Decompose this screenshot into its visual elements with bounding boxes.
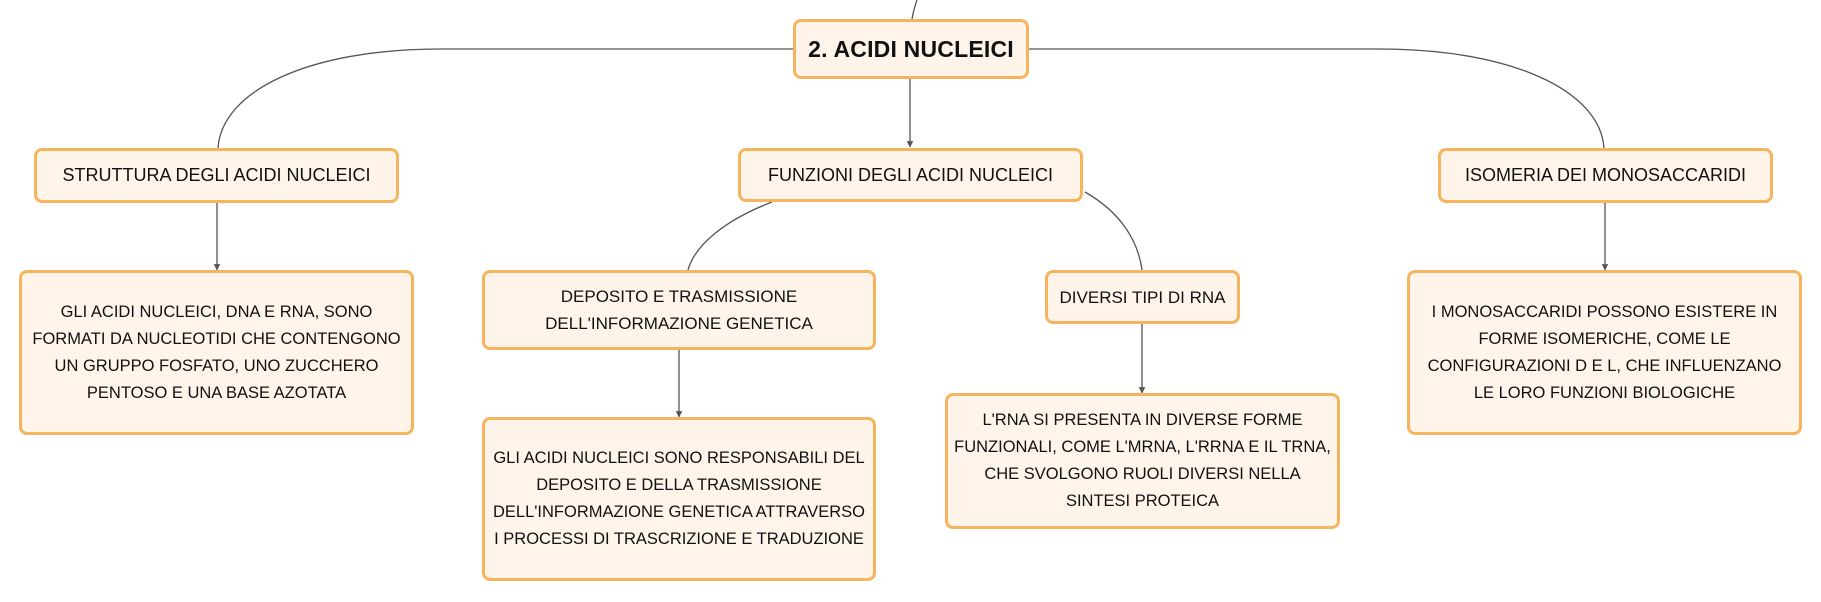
subtopic-node-deposito-label: DEPOSITO E TRASMISSIONE DELL'INFORMAZION… <box>545 287 813 333</box>
section-node-isomeria-label: ISOMERIA DEI MONOSACCARIDI <box>1464 165 1747 185</box>
connector-funzioni-deposito <box>687 201 773 271</box>
section-node-struttura-label: STRUTTURA DEGLI ACIDI NUCLEICI <box>62 165 371 185</box>
root-node-label: 2. ACIDI NUCLEICI <box>808 35 1014 62</box>
note-node-isomeria-text: I MONOSACCARIDI POSSONO ESISTERE IN FORM… <box>1427 302 1782 402</box>
note-node-struttura[interactable]: GLI ACIDI NUCLEICI, DNA E RNA, SONO FORM… <box>19 270 414 435</box>
subtopic-node-deposito[interactable]: DEPOSITO E TRASMISSIONE DELL'INFORMAZION… <box>482 270 876 350</box>
note-node-isomeria[interactable]: I MONOSACCARIDI POSSONO ESISTERE IN FORM… <box>1407 270 1802 435</box>
section-node-funzioni-label: FUNZIONI DEGLI ACIDI NUCLEICI <box>767 164 1054 185</box>
note-node-rna[interactable]: L'RNA SI PRESENTA IN DIVERSE FORME FUNZI… <box>945 393 1340 529</box>
connector-funzioni-tipi-rna <box>1084 191 1143 271</box>
note-node-deposito[interactable]: GLI ACIDI NUCLEICI SONO RESPONSABILI DEL… <box>482 417 876 581</box>
connector-root-incoming <box>911 0 918 20</box>
note-node-deposito-text: GLI ACIDI NUCLEICI SONO RESPONSABILI DEL… <box>492 449 865 548</box>
note-node-struttura-text: GLI ACIDI NUCLEICI, DNA E RNA, SONO FORM… <box>32 302 401 402</box>
note-node-rna-text: L'RNA SI PRESENTA IN DIVERSE FORME FUNZI… <box>954 411 1331 510</box>
subtopic-node-tipi-rna-label: DIVERSI TIPI DI RNA <box>1059 287 1226 307</box>
subtopic-node-tipi-rna[interactable]: DIVERSI TIPI DI RNA <box>1045 270 1240 324</box>
section-node-struttura[interactable]: STRUTTURA DEGLI ACIDI NUCLEICI <box>34 148 399 203</box>
section-node-funzioni[interactable]: FUNZIONI DEGLI ACIDI NUCLEICI <box>738 148 1083 202</box>
connector-root-isomeria <box>1029 48 1605 149</box>
connector-root-struttura <box>217 48 793 149</box>
section-node-isomeria[interactable]: ISOMERIA DEI MONOSACCARIDI <box>1438 148 1773 203</box>
root-node[interactable]: 2. ACIDI NUCLEICI <box>793 19 1029 79</box>
